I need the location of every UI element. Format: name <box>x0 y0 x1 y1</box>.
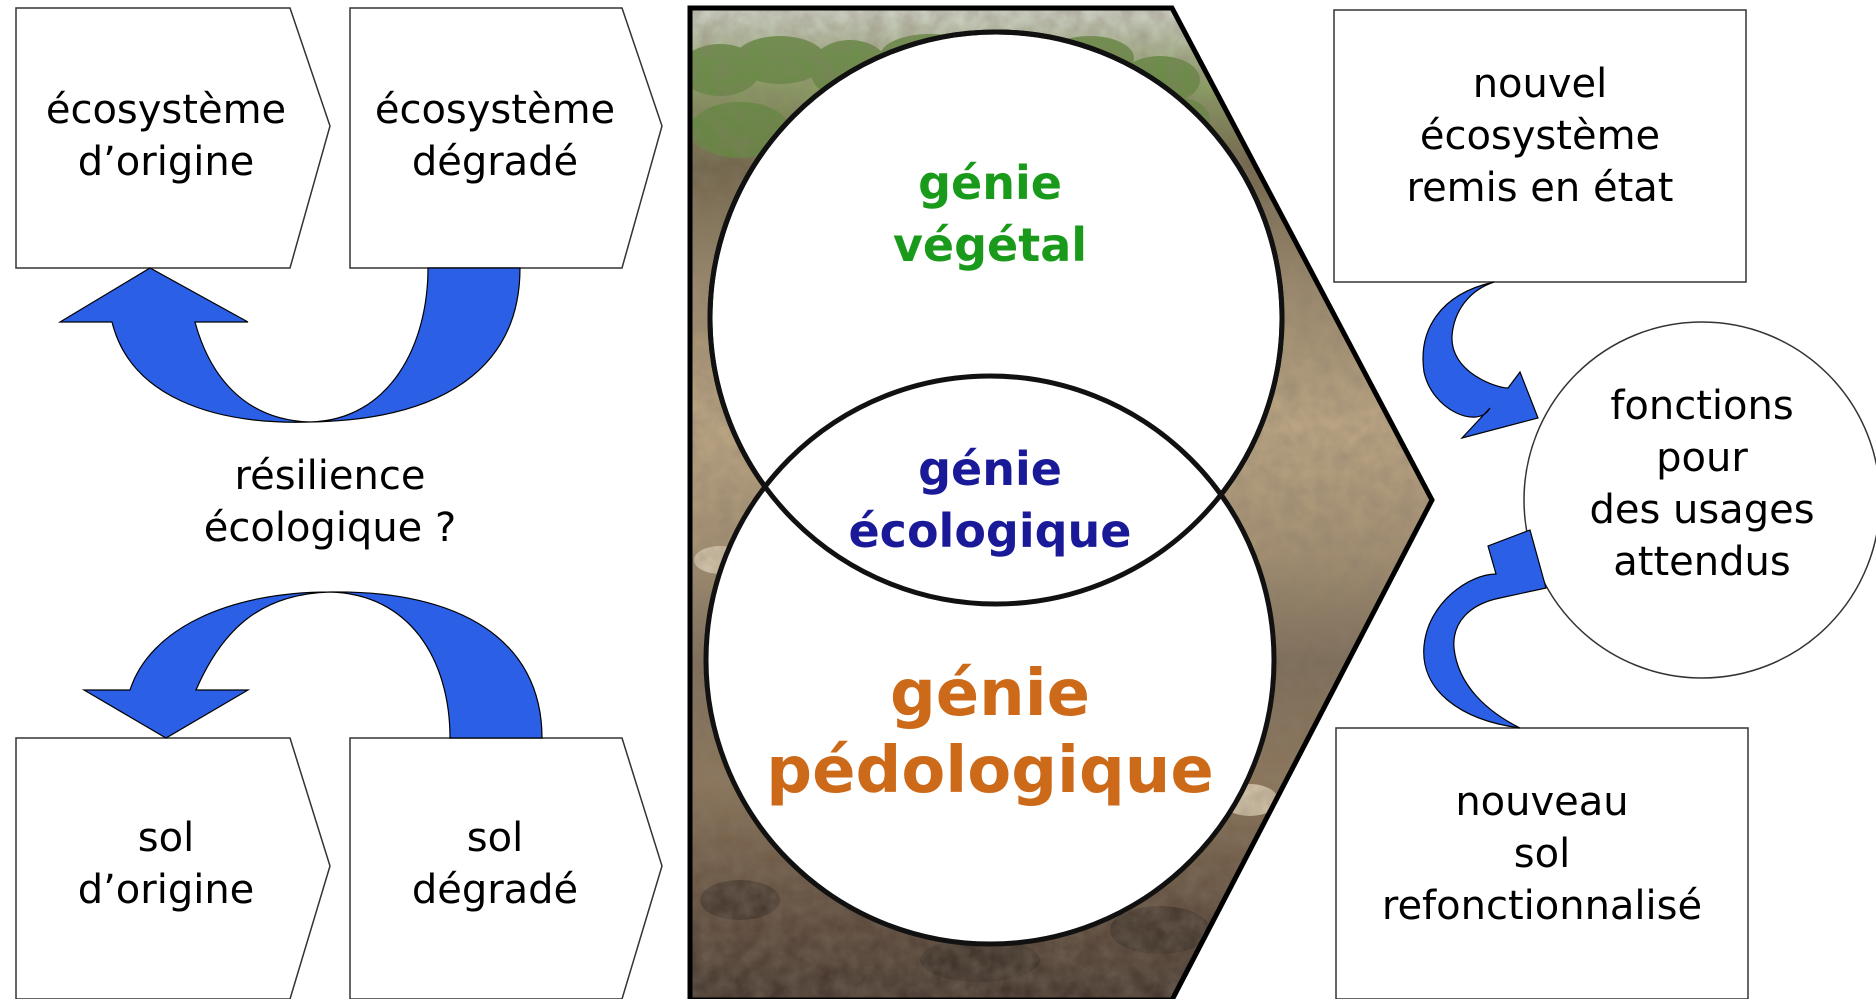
label-sol-degrade: sol dégradé <box>350 812 640 916</box>
label-resilience: résilience écologique ? <box>120 450 540 554</box>
label-line: fonctions <box>1610 383 1794 429</box>
circle-top-outline <box>707 29 1285 607</box>
label-line: des usages <box>1589 487 1815 533</box>
label-ecosysteme-degrade: écosystème dégradé <box>350 84 640 188</box>
box-nouveau-sol <box>1335 727 1749 999</box>
label-nouveau-sol: nouveau sol refonctionnalisé <box>1336 776 1748 932</box>
pentagon-sol-degrade <box>349 737 663 999</box>
label-line: remis en état <box>1406 165 1674 211</box>
label-line: écologique <box>848 504 1132 559</box>
curved-arrow-right-top-icon <box>1422 281 1539 440</box>
curved-arrow-right-bottom-icon <box>1423 529 1547 729</box>
label-line: génie <box>889 657 1091 731</box>
label-line: dégradé <box>411 867 579 913</box>
pentagon-ecosysteme-origine <box>15 7 331 269</box>
curved-arrow-soil-icon <box>81 591 543 739</box>
label-line: d’origine <box>77 867 255 913</box>
label-line: nouvel <box>1472 61 1608 107</box>
label-line: écosystème <box>45 87 287 133</box>
pentagon-ecosysteme-degrade <box>349 7 663 269</box>
label-line: sol <box>466 815 524 861</box>
label-line: sol <box>1513 831 1571 877</box>
label-fonctions: fonctions pour des usages attendus <box>1530 380 1874 588</box>
label-line: nouveau <box>1455 779 1629 825</box>
label-ecosysteme-origine: écosystème d’origine <box>16 84 316 188</box>
label-genie-ecologique: génie écologique <box>820 438 1160 562</box>
label-line: écosystème <box>1419 113 1661 159</box>
pentagon-sol-origine <box>15 737 331 999</box>
curved-arrow-ecosystem-icon <box>57 267 521 423</box>
label-genie-vegetal: génie végétal <box>830 152 1150 276</box>
label-nouvel-ecosysteme: nouvel écosystème remis en état <box>1334 58 1746 214</box>
label-line: attendus <box>1613 539 1791 585</box>
label-sol-origine: sol d’origine <box>16 812 316 916</box>
label-line: génie <box>918 156 1062 210</box>
label-line: végétal <box>892 218 1088 273</box>
label-line: génie <box>918 442 1062 496</box>
label-line: écosystème <box>374 87 616 133</box>
label-line: écologique ? <box>203 505 457 551</box>
circle-fonctions <box>1523 321 1876 679</box>
circle-genie-pedologique <box>703 373 1277 947</box>
label-genie-pedologique: génie pédologique <box>760 656 1220 810</box>
label-line: d’origine <box>77 139 255 185</box>
label-line: pour <box>1656 435 1748 481</box>
box-nouvel-ecosysteme <box>1333 9 1747 283</box>
label-line: sol <box>137 815 195 861</box>
label-line: résilience <box>234 453 426 499</box>
label-line: pédologique <box>766 733 1214 808</box>
label-line: dégradé <box>411 139 579 185</box>
label-line: refonctionnalisé <box>1381 883 1703 929</box>
